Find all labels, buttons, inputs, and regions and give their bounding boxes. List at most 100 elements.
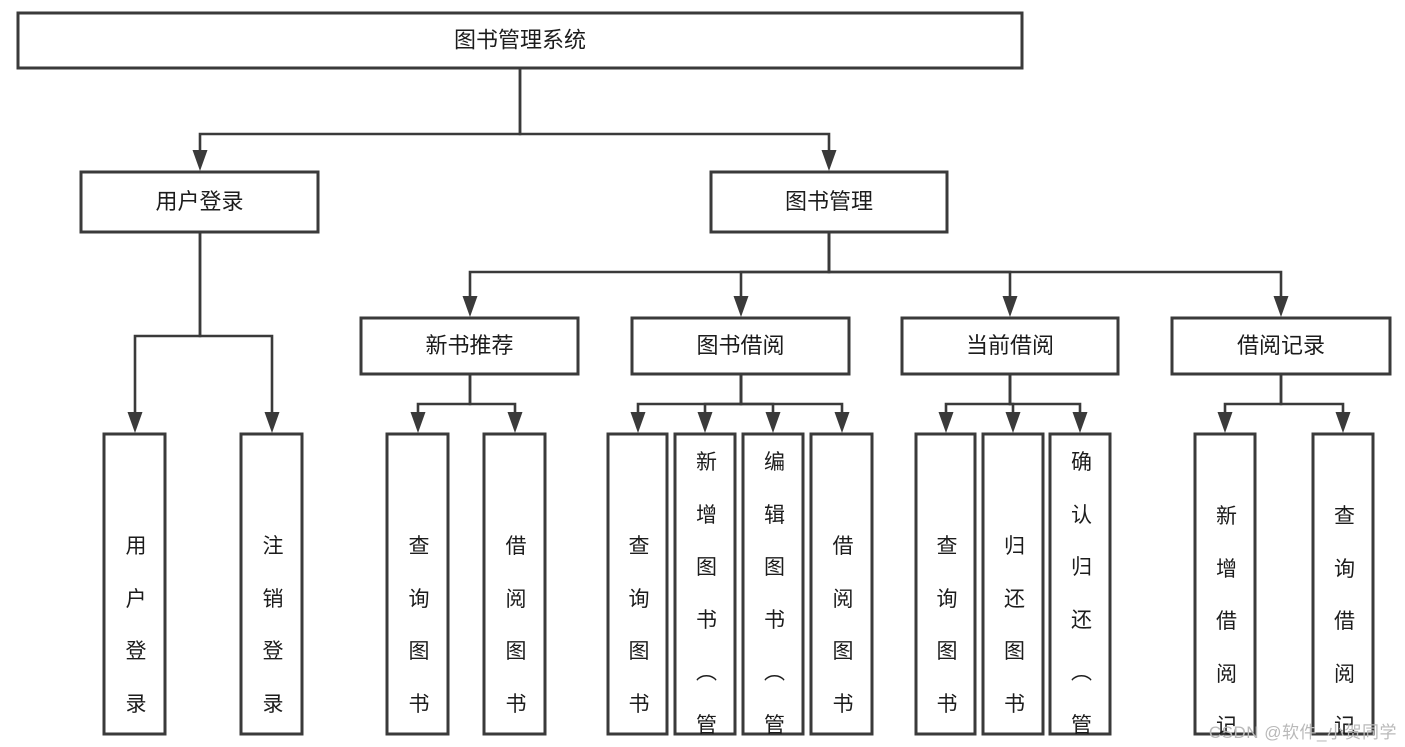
connector-line [739, 232, 831, 296]
node-box-new-book-rec[interactable] [359, 316, 580, 376]
node-box-leaf-add-book[interactable] [673, 432, 737, 736]
node-new-book-rec[interactable]: 新书推荐 [359, 316, 580, 376]
arrow-head [765, 412, 781, 433]
arrow-head [1005, 412, 1021, 433]
node-box-user-login[interactable] [79, 170, 320, 234]
node-root[interactable]: 图书管理系统 [16, 11, 1024, 70]
node-label-leaf-query-book-3: 查询图书 [934, 535, 958, 715]
edge-borrow-record-to-leaf-add-record [1217, 374, 1283, 433]
node-leaf-query-record[interactable]: 查询借阅记录 [1311, 432, 1375, 747]
node-label-book-borrow: 图书借阅 [696, 333, 784, 358]
node-leaf-add-record[interactable]: 新增借阅记录 [1193, 432, 1257, 747]
connector-line [827, 232, 1012, 296]
connector-line [739, 374, 844, 412]
node-box-leaf-query-record[interactable] [1311, 432, 1375, 736]
node-label-user-login: 用户登录 [155, 189, 243, 214]
node-box-leaf-edit-book[interactable] [741, 432, 805, 736]
edge-book-manage-to-book-borrow [733, 232, 831, 317]
arrow-head [507, 412, 523, 433]
node-label-leaf-borrow-book-2: 借阅图书 [830, 535, 854, 715]
edge-user-login-to-leaf-user-logout [198, 232, 280, 433]
node-box-leaf-return-book[interactable] [981, 432, 1045, 736]
arrow-head [697, 412, 713, 433]
node-box-book-manage[interactable] [709, 170, 949, 234]
arrow-head [733, 296, 749, 317]
node-leaf-query-book-1[interactable]: 查询图书 [385, 432, 450, 736]
node-label-leaf-query-book-1: 查询图书 [406, 535, 430, 715]
node-box-leaf-query-book-3[interactable] [914, 432, 977, 736]
node-leaf-return-book[interactable]: 归还图书 [981, 432, 1045, 736]
connector-line [1223, 374, 1283, 412]
node-label-leaf-user-logout: 注销登录 [260, 535, 284, 715]
arrow-head [834, 412, 850, 433]
node-box-leaf-add-record[interactable] [1193, 432, 1257, 736]
node-borrow-record[interactable]: 借阅记录 [1170, 316, 1392, 376]
node-layer: 图书管理系统用户登录图书管理新书推荐图书借阅当前借阅借阅记录用户登录注销登录查询… [16, 11, 1392, 747]
node-label-leaf-confirm-return: 确认归还（管理员） [1069, 451, 1093, 747]
node-label-leaf-add-book: 新增图书（管理员） [694, 451, 718, 747]
connector-line [827, 232, 1283, 296]
node-leaf-query-book-2[interactable]: 查询图书 [606, 432, 669, 736]
node-box-borrow-record[interactable] [1170, 316, 1392, 376]
connector-line [703, 374, 743, 412]
arrow-head [1335, 412, 1351, 433]
node-box-leaf-query-book-1[interactable] [385, 432, 450, 736]
arrow-head [1072, 412, 1088, 433]
node-label-root: 图书管理系统 [454, 27, 586, 52]
arrow-head [192, 150, 208, 171]
connector-line [518, 68, 831, 150]
node-box-leaf-borrow-book-1[interactable] [482, 432, 547, 736]
arrow-head [938, 412, 954, 433]
node-leaf-edit-book[interactable]: 编辑图书（管理员） [741, 432, 805, 747]
node-label-leaf-user-login: 用户登录 [123, 535, 147, 715]
node-label-leaf-query-book-2: 查询图书 [626, 535, 650, 715]
connector-line [416, 374, 472, 412]
node-leaf-query-book-3[interactable]: 查询图书 [914, 432, 977, 736]
node-label-leaf-query-record: 查询借阅记录 [1332, 505, 1356, 747]
arrow-head [1273, 296, 1289, 317]
edge-current-borrow-to-leaf-confirm-return [1008, 374, 1088, 433]
edge-user-login-to-leaf-user-login [127, 232, 202, 433]
node-user-login[interactable]: 用户登录 [79, 170, 320, 234]
node-box-leaf-borrow-book-2[interactable] [809, 432, 874, 736]
edge-new-book-rec-to-leaf-query-book-1 [410, 374, 472, 433]
watermark-text: CSDN @软件_小贺同学 [1208, 723, 1397, 742]
edge-book-borrow-to-leaf-borrow-book-2 [739, 374, 850, 433]
node-box-leaf-user-login[interactable] [102, 432, 167, 736]
connector-line [1279, 374, 1345, 412]
edge-book-manage-to-borrow-record [827, 232, 1289, 317]
arrow-head [462, 296, 478, 317]
edge-layer [127, 68, 1351, 433]
node-label-leaf-add-record: 新增借阅记录 [1214, 505, 1238, 747]
connector-line [1008, 374, 1082, 412]
edge-book-manage-to-new-book-rec [462, 232, 831, 317]
connector-line [198, 232, 274, 412]
node-book-manage[interactable]: 图书管理 [709, 170, 949, 234]
node-leaf-add-book[interactable]: 新增图书（管理员） [673, 432, 737, 747]
node-box-leaf-query-book-2[interactable] [606, 432, 669, 736]
node-leaf-confirm-return[interactable]: 确认归还（管理员） [1048, 432, 1112, 747]
node-leaf-borrow-book-1[interactable]: 借阅图书 [482, 432, 547, 736]
arrow-head [264, 412, 280, 433]
node-leaf-user-login[interactable]: 用户登录 [102, 432, 167, 736]
node-label-leaf-borrow-book-1: 借阅图书 [503, 535, 527, 715]
edge-current-borrow-to-leaf-query-book-3 [938, 374, 1012, 433]
node-box-root[interactable] [16, 11, 1024, 70]
node-book-borrow[interactable]: 图书借阅 [630, 316, 851, 376]
edge-root-to-book-manage [518, 68, 837, 171]
edge-root-to-user-login [192, 68, 522, 171]
node-label-leaf-edit-book: 编辑图书（管理员） [762, 451, 786, 747]
connector-line [468, 374, 517, 412]
connector-line [198, 68, 522, 150]
node-box-current-borrow[interactable] [900, 316, 1120, 376]
node-box-leaf-user-logout[interactable] [239, 432, 304, 736]
connector-line [468, 232, 831, 296]
node-leaf-borrow-book-2[interactable]: 借阅图书 [809, 432, 874, 736]
node-current-borrow[interactable]: 当前借阅 [900, 316, 1120, 376]
node-box-book-borrow[interactable] [630, 316, 851, 376]
node-leaf-user-logout[interactable]: 注销登录 [239, 432, 304, 736]
connector-line [636, 374, 743, 412]
node-box-leaf-confirm-return[interactable] [1048, 432, 1112, 736]
node-label-new-book-rec: 新书推荐 [425, 333, 513, 358]
